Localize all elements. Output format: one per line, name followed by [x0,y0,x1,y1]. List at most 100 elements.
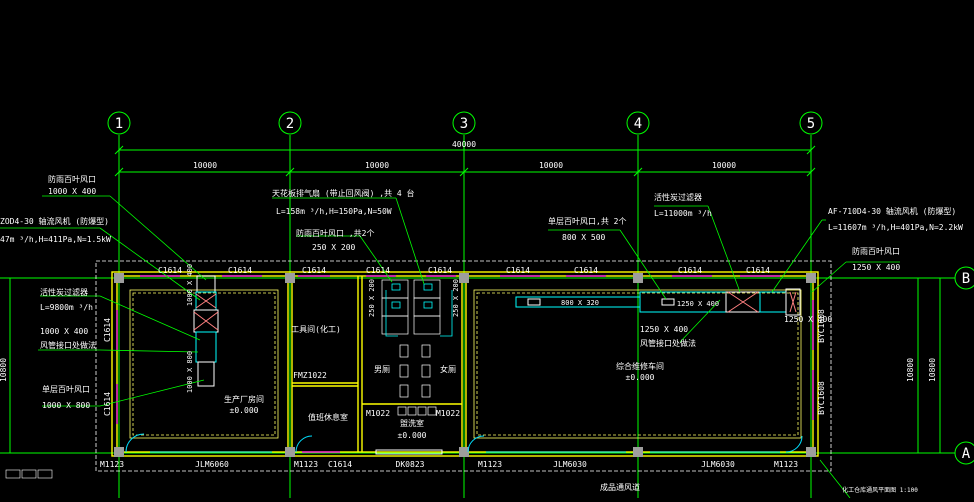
left-duct-system [193,275,219,387]
door-label-c1614: C1614 [328,460,352,469]
door-label-m1123-d: M1123 [774,460,798,469]
axis-grid-lines [0,135,956,498]
window-label-top-5: C1614 [428,266,452,275]
right-vent-size: 800 X 500 [562,233,606,242]
axis-bubble-a: A [954,441,974,465]
door-label-jlm6030-a: JLM6030 [553,460,587,469]
door-label-fmz1022: FMZ1022 [293,371,327,380]
window-label-right-2: BYC1608 [817,381,826,415]
bottom-note: 成品通风道 [600,482,640,492]
window-label-left-1: C1614 [103,318,112,342]
span-dimension-4: 10000 [712,161,736,170]
total-dimension: 40000 [452,140,476,149]
room-label-right-hall: 综合维修车间 [616,361,664,371]
door-label-m1022-b: M1022 [436,409,460,418]
span-dimension-1: 10000 [193,161,217,170]
toilet-exhaust-fans [385,283,453,337]
window-openings [116,275,814,453]
axis-label-1: 1 [115,116,123,132]
duct-size-label-2: 250 X 200 [452,279,460,317]
axis-bubble-4: 4 [626,111,650,135]
door-label-m1123-c: M1123 [478,460,502,469]
right-rain-vent-label: 防雨百叶风口 [852,246,900,256]
room-label-washroom: 盥洗室 [400,418,424,428]
toilet-fan-label: 天花板排气扇 (带止回风阀) ,共 4 台 [272,188,415,198]
door-label-m1123-a: M1123 [100,460,124,469]
door-label-jlm6030-b: JLM6030 [701,460,735,469]
room-label-tool-room: 工具间(化工) [291,324,341,334]
axis-bubble-1: 1 [107,111,131,135]
window-label-top-6: C1614 [506,266,530,275]
right-fan-label: AF-710D4-30 轴流风机 (防爆型) [828,206,956,216]
left-vent-top-size: 1000 X 400 [48,187,96,196]
window-label-top-3: C1614 [302,266,326,275]
door-label-jlm6060: JLM6060 [195,460,229,469]
right-filter-label: 活性炭过滤器 [654,192,702,202]
floor-area-outlines [129,289,802,439]
annotation-leaders [0,195,900,499]
left-fan-spec: 47m ³/h,H=411Pa,N=1.5kW [0,235,111,244]
left-grille-label: 风管接口处做法 [40,340,96,350]
axis-bubble-2: 2 [278,111,302,135]
right-fan-spec: L=11607m ³/h,H=401Pa,N=2.2kW [828,223,963,232]
duct-800-label: 800 X 320 [561,299,599,307]
left-vent-1000b-label: 1000 X 800 [186,351,194,393]
toilet-cubicles [381,279,441,416]
washroom-level: ±0.000 [398,431,427,440]
axis-bubble-5: 5 [799,111,823,135]
axis-bubble-b: B [954,266,974,290]
legend-fragment [5,469,53,479]
window-label-left-2: C1614 [103,392,112,416]
dimension-lines-right [917,278,941,453]
vertical-dimension-2: 10800 [928,358,937,382]
axis-label-2: 2 [286,116,294,132]
window-label-top-8: C1614 [678,266,702,275]
right-hall-level: ±0.000 [626,373,655,382]
window-label-top-2: C1614 [228,266,252,275]
dimension-lines-top [114,145,816,177]
room-label-duty: 值班休息室 [308,412,348,422]
door-label-m1022-a: M1022 [366,409,390,418]
right-duct-system [515,288,801,316]
left-vent-bottom-size: 1000 X 800 [42,401,90,410]
axis-label-b: B [962,271,970,287]
window-label-top-7: C1614 [574,266,598,275]
span-dimension-2: 10000 [365,161,389,170]
right-grille-label: 风管接口处做法 [640,338,696,348]
vertical-dimension-left: 10800 [0,358,8,382]
window-label-top-9: C1614 [746,266,770,275]
drawing-title: 化工仓库通风平面图 1:100 [842,486,918,494]
window-label-right-1: BYC1608 [817,309,826,343]
left-vent-1000-label: 1000 X 400 [186,264,194,306]
duct-1250b-label: 1250 X 400 [640,325,688,334]
columns [114,273,816,457]
door-label-dk0823: DK0823 [396,460,425,469]
duct-size-label-1: 250 X 200 [368,279,376,317]
right-filter-spec: L=11000m ³/h [654,209,712,218]
room-label-toilet-right: 女厕 [440,364,456,374]
right-rain-vent-size: 1250 X 400 [852,263,900,272]
left-fan-label: ZOD4-30 轴流风机 (防爆型) [0,216,109,226]
duct-1250-label: 1250 X 400 [677,300,719,308]
left-hall-level: ±0.000 [230,406,259,415]
left-filter-label: 活性炭过滤器 [40,287,88,297]
span-dimension-3: 10000 [539,161,563,170]
axis-label-5: 5 [807,116,815,132]
axis-label-4: 4 [634,116,642,132]
toilet-vent-size: 250 X 200 [312,243,356,252]
axis-bubble-3: 3 [452,111,476,135]
axis-label-a: A [962,446,971,462]
window-label-top-4: C1614 [366,266,390,275]
room-label-left-hall: 生产厂房间 [224,394,264,404]
toilet-vent-label: 防雨百叶风口 ,共2个 [296,228,374,238]
left-vent-top-label: 防雨百叶风口 [48,174,96,184]
window-label-top-1: C1614 [158,266,182,275]
left-grille-size: 1000 X 400 [40,327,88,336]
right-vent-label: 单层百叶风口,共 2个 [548,216,626,226]
vertical-dimension: 10800 [906,358,915,382]
left-vent-bottom-label: 单层百叶风口 [42,384,90,394]
room-label-toilet-left: 男厕 [374,365,390,374]
axis-label-3: 3 [460,116,468,132]
